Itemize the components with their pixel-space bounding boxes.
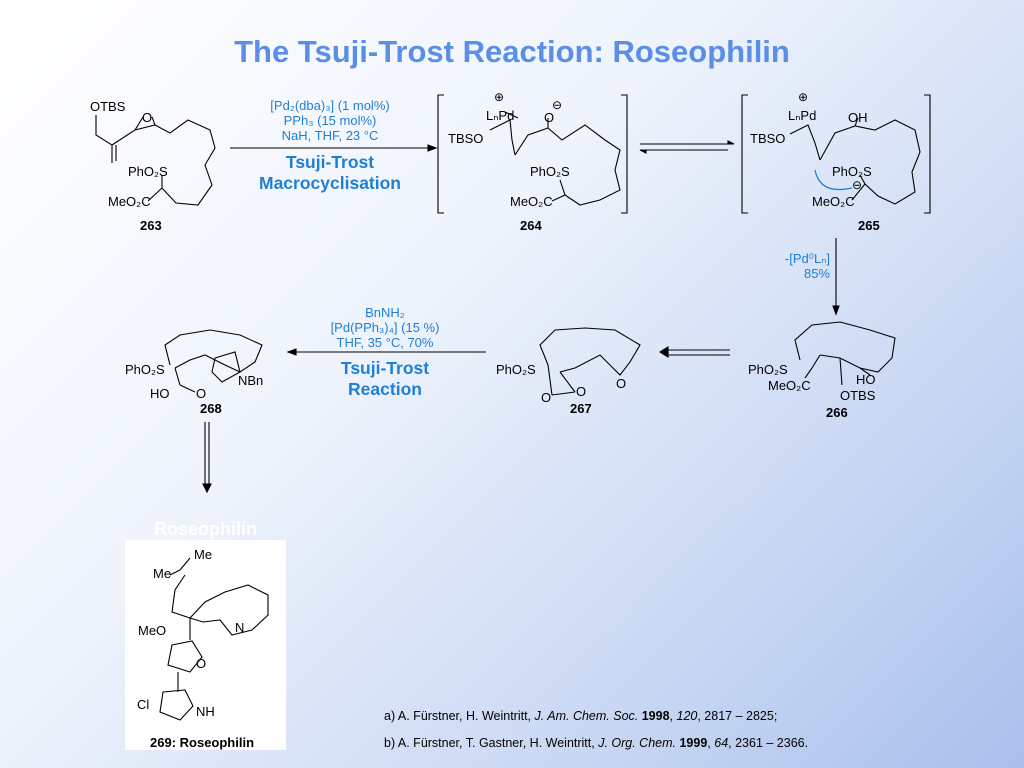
c264-charge-minus: ⊖ [552,98,563,112]
step2-conditions: -[Pd⁰Lₙ] 85% [770,251,830,281]
reference-b-year: 1999 [679,736,708,750]
c269-nh: NH [196,704,215,719]
c269-cl: Cl [137,697,150,712]
c264-charge-plus: ⊕ [494,90,505,104]
reference-a-authors: a) A. Fürstner, H. Weintritt, [384,709,535,723]
structure-268 [164,329,263,393]
reference-b: b) A. Fürstner, T. Gastner, H. Weintritt… [384,736,809,750]
reference-a: a) A. Fürstner, H. Weintritt, J. Am. Che… [384,709,778,723]
c266-pho2s: PhO₂S [748,362,788,377]
c263-epoxide-o: O [142,110,153,125]
roseophilin-title: Roseophilin [154,519,257,539]
c268-ho: HO [150,386,170,401]
c263-pho2s: PhO₂S [128,164,168,179]
c269-label: 269: Roseophilin [150,735,255,750]
step1-line1: [Pd₂(dba)₃] (1 mol%) [270,98,390,113]
step1-conditions: [Pd₂(dba)₃] (1 mol%) PPh₃ (15 mol%) NaH,… [240,98,420,143]
c267-ring-o: O [576,384,587,399]
step3-name1: Tsuji-Trost [340,358,430,378]
c267-pho2s: PhO₂S [496,362,536,377]
c269-meo: MeO [138,623,167,638]
c265-charge-minus: ⊖ [852,178,863,192]
structure-265 [789,117,921,205]
c267-ketone-o: O [616,376,627,391]
step1-reaction-name: Tsuji-Trost Macrocyclisation [240,152,420,194]
structure-263 [95,115,216,206]
step2-line1: -[Pd⁰Lₙ] [784,251,830,266]
reference-a-volume: 120 [676,709,698,723]
c268-label: 268 [200,401,222,416]
step3-name2: Reaction [348,379,422,399]
c266-label: 266 [826,405,848,420]
c264-tbso: TBSO [448,131,484,146]
reference-b-pages: , 2361 – 2366. [728,736,809,750]
step1-name1: Tsuji-Trost [285,152,375,172]
c268-nbn: NBn [238,373,264,388]
c269-o: O [196,656,207,671]
c263-meo2c: MeO₂C [108,194,151,209]
c263-label: 263 [140,218,162,233]
c265-meo2c: MeO₂C [812,194,855,209]
c265-label: 265 [858,218,880,233]
reference-b-volume: 64 [714,736,729,750]
step3-reaction-name: Tsuji-Trost Reaction [300,358,470,400]
step1-name2: Macrocyclisation [259,173,401,193]
reference-b-journal: J. Org. Chem. [598,736,676,750]
c265-oh: OH [848,110,868,125]
step2-line2: 85% [803,266,830,281]
c266-ho: HO [856,372,876,387]
c264-pho2s: PhO₂S [530,164,570,179]
c269-n: N [235,620,245,635]
c267-label: 267 [570,401,592,416]
c265-lnpd: LₙPd [788,108,817,123]
c264-label: 264 [520,218,542,233]
c265-charge-plus: ⊕ [798,90,809,104]
step3-line2: [Pd(PPh₃)₄] (15 %) [330,320,440,335]
step3-conditions: BnNH₂ [Pd(PPh₃)₄] (15 %) THF, 35 °C, 70% [300,305,470,350]
step3-line3: THF, 35 °C, 70% [336,335,434,350]
reference-a-year: 1998 [641,709,670,723]
slide-title: The Tsuji-Trost Reaction: Roseophilin [234,34,790,69]
c264-oxide: O [544,110,555,125]
reference-a-pages: , 2817 – 2825; [697,709,778,723]
c263-otbs: OTBS [90,99,126,114]
c265-pho2s: PhO₂S [832,164,872,179]
step3-line1: BnNH₂ [365,305,405,320]
c269-me1: Me [194,547,213,562]
structure-266 [794,321,896,386]
reference-b-authors: b) A. Fürstner, T. Gastner, H. Weintritt… [384,736,599,750]
structure-264 [489,111,621,206]
c267-carbonyl-o: O [541,390,552,405]
c264-meo2c: MeO₂C [510,194,553,209]
c264-lnpd: LₙPd [486,108,515,123]
step1-line2: PPh₃ (15 mol%) [283,113,377,128]
structure-267 [539,327,641,396]
c268-pho2s: PhO₂S [125,362,165,377]
step1-line3: NaH, THF, 23 °C [281,128,379,143]
c266-meo2c: MeO₂C [768,378,811,393]
c268-o: O [196,386,207,401]
c266-otbs: OTBS [840,388,876,403]
c269-me2: Me [153,566,172,581]
c265-tbso: TBSO [750,131,786,146]
reference-a-journal: J. Am. Chem. Soc. [534,709,639,723]
